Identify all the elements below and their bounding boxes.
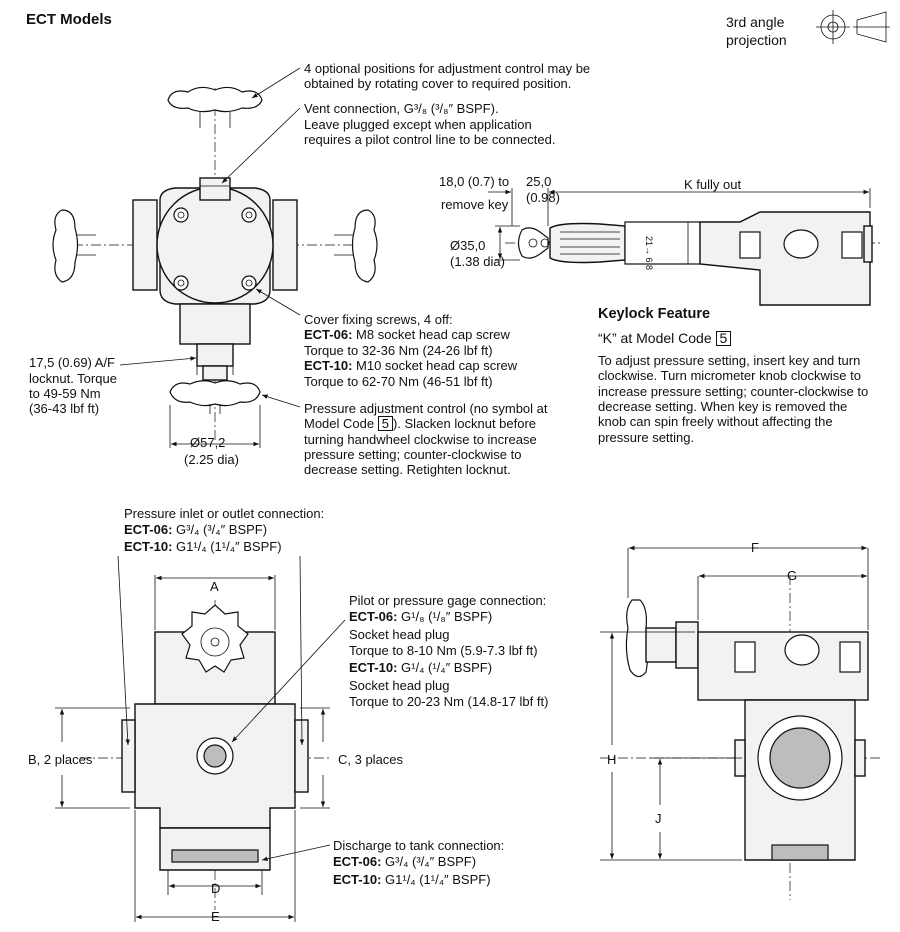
note-pilot-06: ECT-06: G¹/₈ (¹/₈″ BSPF) bbox=[349, 609, 492, 625]
note-pilot-title: Pilot or pressure gage connection: bbox=[349, 593, 547, 608]
note-inlet-10: ECT-10: G1¹/₄ (1¹/₄″ BSPF) bbox=[124, 539, 282, 555]
note-locknut-1: 17,5 (0.69) A/F bbox=[29, 355, 115, 370]
note-positions-2: obtained by rotating cover to required p… bbox=[304, 76, 572, 91]
screw-06-model: ECT-06: bbox=[304, 327, 353, 342]
note-adjust-code-prefix: Model Code bbox=[304, 416, 378, 431]
note-pilot-10: ECT-10: G¹/₄ (¹/₄″ BSPF) bbox=[349, 660, 492, 676]
dim-b-label: B, 2 places bbox=[28, 752, 93, 767]
note-vent-1: Vent connection, G³/₈ (³/₈″ BSPF). bbox=[304, 101, 499, 116]
pilot-06-model: ECT-06: bbox=[349, 609, 398, 624]
note-pilot-10-plug: Socket head plug bbox=[349, 678, 450, 693]
dim-d-label: D bbox=[211, 881, 221, 896]
dim-35-mm: Ø35,0 bbox=[450, 238, 486, 253]
keylock-desc-1: To adjust pressure setting, insert key a… bbox=[598, 353, 861, 368]
projection-symbol-icon bbox=[816, 10, 890, 44]
note-locknut-4: (36-43 lbf ft) bbox=[29, 401, 100, 416]
dim-25-mm: 25,0 bbox=[526, 174, 552, 189]
note-adjust-5: decrease setting. Retighten locknut. bbox=[304, 462, 511, 477]
note-screws-06-torque: Torque to 32-36 Nm (24-26 lbf ft) bbox=[304, 343, 493, 358]
dim-remove-key-2: remove key bbox=[441, 197, 509, 212]
projection-label-1: 3rd angle bbox=[726, 14, 785, 30]
keylock-model-code: “K” at Model Code 5 bbox=[598, 330, 732, 347]
pilot-06-text: G¹/₈ (¹/₈″ BSPF) bbox=[397, 609, 493, 624]
screw-06-text: M8 socket head cap screw bbox=[352, 327, 510, 342]
dim-dia-57-in: (2.25 dia) bbox=[184, 452, 239, 467]
model-code-box: 5 bbox=[377, 416, 393, 431]
keylock-desc-3: increase pressure setting; counter-clock… bbox=[598, 384, 869, 399]
page-title: ECT Models bbox=[26, 11, 112, 28]
pilot-10-model: ECT-10: bbox=[349, 660, 398, 675]
dim-k-fully-out: K fully out bbox=[684, 177, 742, 192]
keylock-heading: Keylock Feature bbox=[598, 306, 711, 322]
note-inlet-06: ECT-06: G³/₄ (³/₄″ BSPF) bbox=[124, 522, 267, 538]
micrometer-scale: 21→ 6 8 bbox=[644, 236, 654, 271]
note-adjust-3: turning handwheel clockwise to increase bbox=[304, 432, 537, 447]
top-end-view bbox=[52, 67, 378, 448]
dim-dia-57: Ø57,2 bbox=[190, 435, 226, 450]
note-screws-10-torque: Torque to 62-70 Nm (46-51 lbf ft) bbox=[304, 374, 493, 389]
side-view bbox=[600, 545, 880, 900]
inlet-06-model: ECT-06: bbox=[124, 522, 173, 537]
dim-35-in: (1.38 dia) bbox=[450, 254, 505, 269]
note-adjust-2: Model Code 5). Slacken locknut before bbox=[304, 416, 536, 432]
tank-06-model: ECT-06: bbox=[333, 854, 382, 869]
note-screws-title: Cover fixing screws, 4 off: bbox=[304, 312, 453, 327]
note-tank-06: ECT-06: G³/₄ (³/₄″ BSPF) bbox=[333, 854, 476, 870]
keylock-model-code-prefix: “K” at Model Code bbox=[598, 330, 716, 346]
keylock-model-code-box: 5 bbox=[715, 331, 732, 346]
note-adjust-code-suffix: ). Slacken locknut before bbox=[392, 416, 537, 431]
note-pilot-06-plug: Socket head plug bbox=[349, 627, 450, 642]
note-tank-title: Discharge to tank connection: bbox=[333, 838, 505, 853]
keylock-desc-5: knob can spin freely without affecting t… bbox=[598, 414, 833, 429]
tank-06-text: G³/₄ (³/₄″ BSPF) bbox=[381, 854, 477, 869]
screw-10-model: ECT-10: bbox=[304, 358, 353, 373]
dim-a-label: A bbox=[210, 579, 219, 594]
dim-j-label: J bbox=[655, 811, 662, 826]
note-screws-06: ECT-06: M8 socket head cap screw bbox=[304, 327, 510, 343]
dim-e-label: E bbox=[211, 909, 220, 924]
front-view bbox=[55, 555, 346, 922]
inlet-10-text: G1¹/₄ (1¹/₄″ BSPF) bbox=[172, 539, 282, 554]
inlet-10-model: ECT-10: bbox=[124, 539, 173, 554]
keylock-desc-6: pressure setting. bbox=[598, 430, 695, 445]
note-vent-2: Leave plugged except when application bbox=[304, 117, 532, 132]
tank-10-text: G1¹/₄ (1¹/₄″ BSPF) bbox=[381, 872, 491, 887]
dim-c-label: C, 3 places bbox=[338, 752, 404, 767]
note-adjust-1: Pressure adjustment control (no symbol a… bbox=[304, 401, 548, 416]
screw-10-text: M10 socket head cap screw bbox=[352, 358, 518, 373]
dim-g-label: G bbox=[787, 568, 798, 583]
note-pilot-06-torque: Torque to 8-10 Nm (5.9-7.3 lbf ft) bbox=[349, 643, 538, 658]
keylock-desc-4: decrease setting. When key is removed th… bbox=[598, 399, 848, 414]
dim-remove-key-1: 18,0 (0.7) to bbox=[439, 174, 510, 189]
note-locknut-3: to 49-59 Nm bbox=[29, 386, 101, 401]
projection-label-2: projection bbox=[726, 32, 787, 48]
inlet-06-text: G³/₄ (³/₄″ BSPF) bbox=[172, 522, 268, 537]
note-vent-3: requires a pilot control line to be conn… bbox=[304, 132, 556, 147]
dim-25-in: (0.98) bbox=[526, 190, 560, 205]
note-pilot-10-torque: Torque to 20-23 Nm (14.8-17 lbf ft) bbox=[349, 694, 549, 709]
note-screws-10: ECT-10: M10 socket head cap screw bbox=[304, 358, 517, 374]
keylock-view bbox=[488, 188, 880, 306]
note-inlet-title: Pressure inlet or outlet connection: bbox=[124, 506, 325, 521]
keylock-desc-2: clockwise. Turn micrometer knob clockwis… bbox=[598, 368, 861, 383]
pilot-10-text: G¹/₄ (¹/₄″ BSPF) bbox=[397, 660, 493, 675]
dim-h-label: H bbox=[607, 752, 617, 767]
note-positions-1: 4 optional positions for adjustment cont… bbox=[304, 61, 591, 76]
note-adjust-4: pressure setting; counter-clockwise to bbox=[304, 447, 522, 462]
note-locknut-2: locknut. Torque bbox=[29, 371, 117, 386]
tank-10-model: ECT-10: bbox=[333, 872, 382, 887]
dim-f-label: F bbox=[751, 540, 759, 555]
note-tank-10: ECT-10: G1¹/₄ (1¹/₄″ BSPF) bbox=[333, 872, 491, 888]
